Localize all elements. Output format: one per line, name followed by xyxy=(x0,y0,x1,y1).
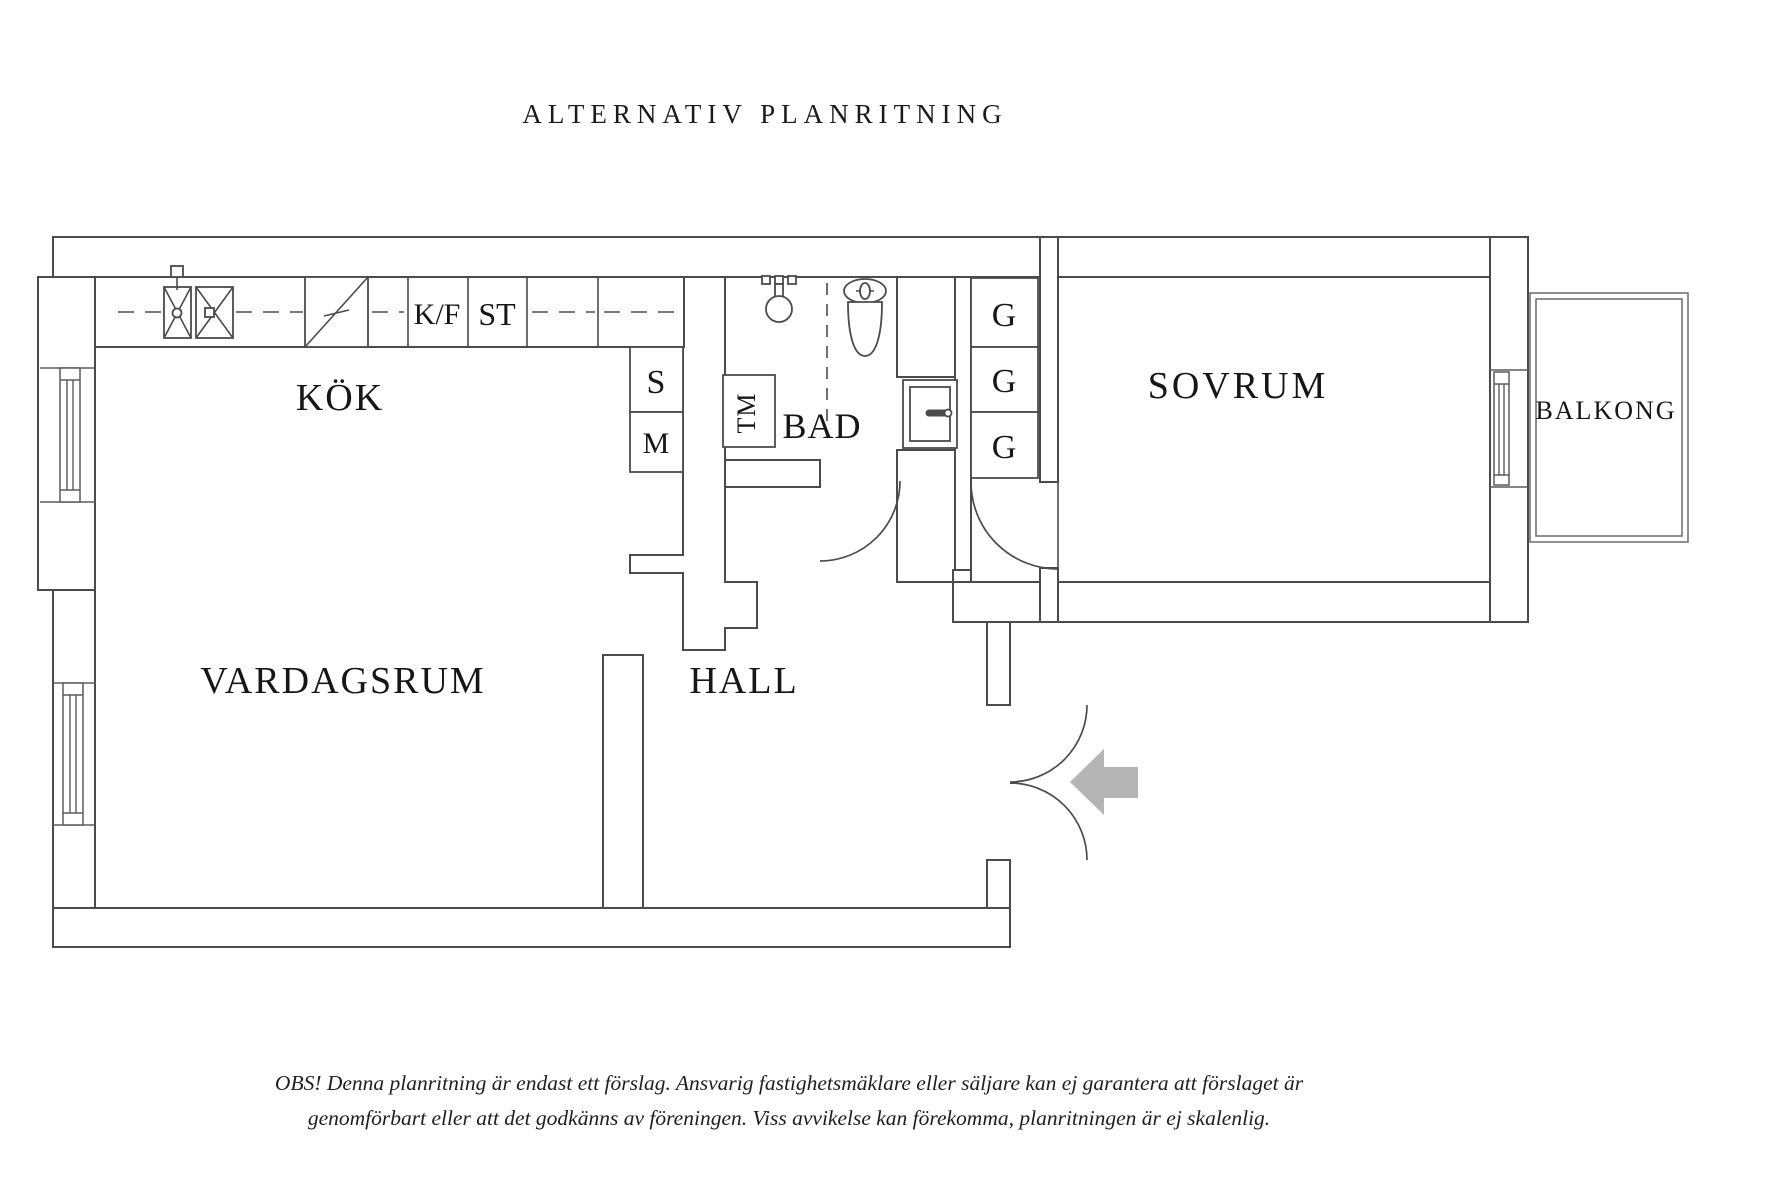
room-label-vardagsrum: VARDAGSRUM xyxy=(200,660,485,702)
page-title: ALTERNATIV PLANRITNING xyxy=(522,99,1008,129)
window-icon-left-upper xyxy=(40,367,95,503)
label-wardrobe-2: G xyxy=(992,363,1017,400)
kitchen-counter xyxy=(94,265,685,348)
disclaimer: OBS! Denna planritning är endast ett för… xyxy=(275,1066,1303,1136)
label-washing-machine: TM xyxy=(732,393,761,434)
entry-arrow-icon xyxy=(1070,749,1138,815)
room-label-balkong: BALKONG xyxy=(1535,396,1676,425)
counter-separators xyxy=(407,277,599,347)
labels: KÖK VARDAGSRUM HALL BAD SOVRUM BALKONG K… xyxy=(200,296,1676,702)
disclaimer-line-1: OBS! Denna planritning är endast ett för… xyxy=(274,1071,1304,1095)
wall-hall-west xyxy=(602,654,644,909)
balcony-inner xyxy=(1535,298,1683,537)
room-label-sovrum: SOVRUM xyxy=(1148,365,1329,407)
label-m-cabinet: M xyxy=(643,427,670,460)
disclaimer-line-2: genomförbart eller att det godkänns av f… xyxy=(307,1106,1271,1130)
wardrobe-box-3 xyxy=(970,411,1039,479)
cabinets xyxy=(629,277,1039,479)
washbasin-icon xyxy=(761,275,797,323)
entry-door-arc-upper xyxy=(1009,704,1088,783)
wall-bottom xyxy=(52,907,1011,948)
washing-machine-box xyxy=(722,374,776,448)
balcony xyxy=(1529,292,1689,543)
counter-band xyxy=(94,276,685,348)
wall-bedroom-west-stub xyxy=(1039,567,1059,623)
label-fridge-freezer: K/F xyxy=(414,298,461,331)
wall-entry-upper xyxy=(986,621,1011,706)
label-wardrobe-3: G xyxy=(992,429,1017,466)
room-label-kok: KÖK xyxy=(296,377,384,419)
wall-bedroom-west xyxy=(1039,236,1059,483)
label-wardrobe-1: G xyxy=(992,297,1017,334)
wardrobe-box-1 xyxy=(970,277,1039,348)
wall-bath-south xyxy=(724,459,821,488)
label-s-cabinet: S xyxy=(647,364,666,401)
sink-icon xyxy=(163,265,234,339)
doors xyxy=(819,480,1138,861)
balcony-door-icon xyxy=(1490,369,1528,488)
niche-basin-icon xyxy=(902,379,958,449)
stove-icon xyxy=(304,276,369,348)
walls xyxy=(37,236,1529,948)
label-pantry: ST xyxy=(478,296,516,332)
windows xyxy=(40,367,1528,826)
wall-bath-east-upper xyxy=(896,276,956,378)
room-label-bad: BAD xyxy=(782,406,861,446)
toilet-icon xyxy=(843,278,887,357)
bath-door-arc xyxy=(819,480,901,562)
m-cabinet-box xyxy=(629,411,684,473)
bedroom-door-arc xyxy=(970,481,1059,570)
room-label-hall: HALL xyxy=(689,660,798,702)
wall-bath-east-lower xyxy=(896,449,956,583)
wall-top xyxy=(52,236,1529,278)
bathroom-fixtures xyxy=(761,275,958,449)
wall-entry-lower xyxy=(986,859,1011,909)
window-icon-left-lower xyxy=(53,682,95,826)
wardrobe-box-2 xyxy=(970,346,1039,413)
wall-kitchen-east xyxy=(629,276,758,651)
entry-door-arc-lower xyxy=(1009,782,1088,861)
